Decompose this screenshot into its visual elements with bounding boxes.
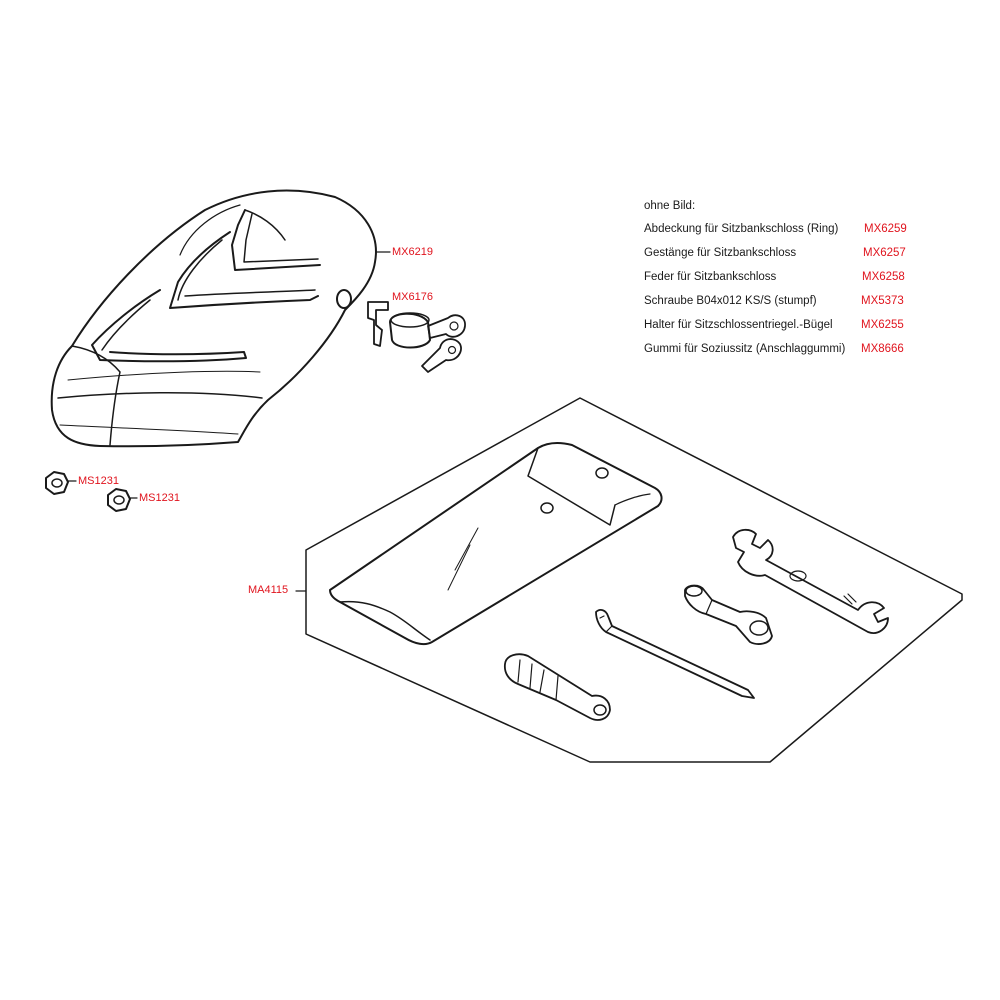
part-code: MX5373 bbox=[861, 295, 904, 307]
parts-list-row: Schraube B04x012 KS/S (stumpf) MX5373 bbox=[644, 295, 944, 311]
parts-list-row: Abdeckung für Sitzbankschloss (Ring) MX6… bbox=[644, 223, 944, 239]
callout-nut-code-2: MS1231 bbox=[139, 492, 180, 504]
seat-lock-illustration bbox=[367, 301, 466, 373]
part-code: MX6255 bbox=[861, 319, 904, 331]
seat-illustration bbox=[50, 189, 377, 448]
nut-illustration-2 bbox=[107, 488, 131, 512]
callout-nut-code-1: MS1231 bbox=[78, 475, 119, 487]
part-description: Feder für Sitzbankschloss bbox=[644, 271, 777, 283]
parts-list-row: Gestänge für Sitzbankschloss MX6257 bbox=[644, 247, 944, 263]
wrench-illustration bbox=[732, 528, 889, 634]
part-description: Gestänge für Sitzbankschloss bbox=[644, 247, 797, 259]
part-description: Abdeckung für Sitzbankschloss (Ring) bbox=[644, 223, 839, 235]
part-description: Schraube B04x012 KS/S (stumpf) bbox=[644, 295, 817, 307]
parts-list-row: Feder für Sitzbankschloss MX6258 bbox=[644, 271, 944, 287]
part-code: MX8666 bbox=[861, 343, 904, 355]
callout-lock-code: MX6176 bbox=[392, 291, 433, 303]
callout-toolkit-code: MA4115 bbox=[248, 584, 289, 596]
toolkit-panel-outline bbox=[305, 397, 963, 763]
parts-list-row: Gummi für Soziussitz (Anschlaggummi) MX8… bbox=[644, 343, 944, 359]
screwdriver-handle-illustration bbox=[503, 653, 611, 721]
screwdriver-blade-illustration bbox=[595, 609, 755, 699]
nut-illustration-1 bbox=[45, 471, 69, 495]
part-description: Halter für Sitzschlossentriegel.-Bügel bbox=[644, 319, 833, 331]
parts-list-row: Halter für Sitzschlossentriegel.-Bügel M… bbox=[644, 319, 944, 335]
socket-wrench-illustration bbox=[684, 584, 773, 645]
part-code: MX6259 bbox=[864, 223, 907, 235]
parts-list-heading: ohne Bild: bbox=[644, 200, 696, 212]
callout-seat-code: MX6219 bbox=[392, 246, 433, 258]
part-code: MX6257 bbox=[863, 247, 906, 259]
part-code: MX6258 bbox=[862, 271, 905, 283]
part-description: Gummi für Soziussitz (Anschlaggummi) bbox=[644, 343, 846, 355]
tool-bag-illustration bbox=[329, 442, 663, 646]
